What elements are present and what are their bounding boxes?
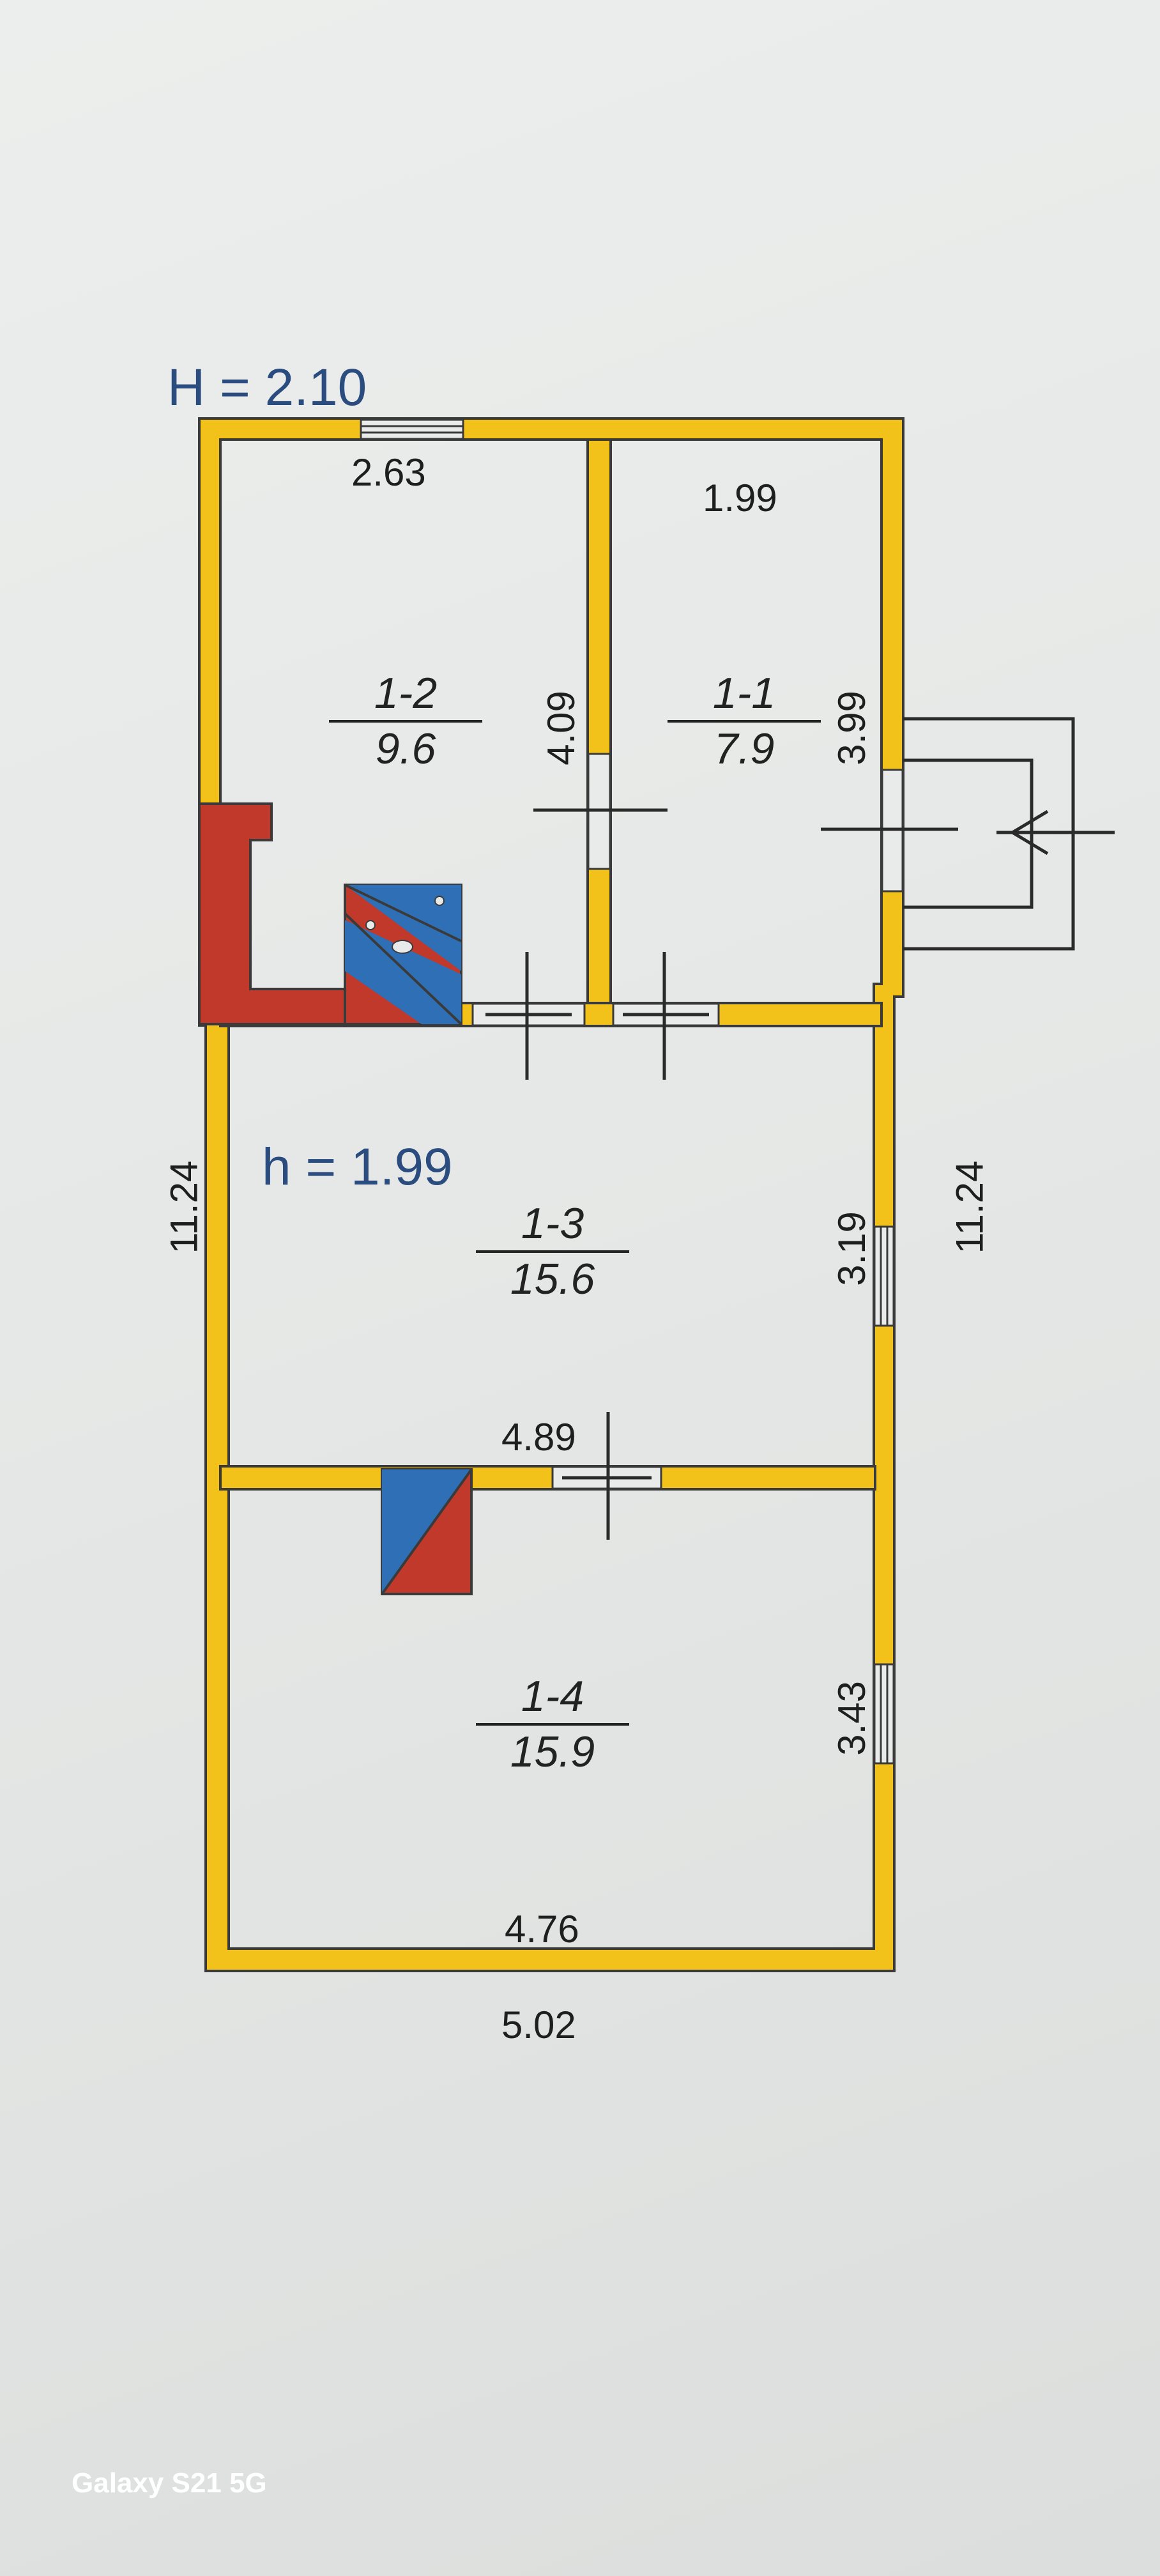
window-right-1-3	[873, 1225, 895, 1327]
room-area: 15.9	[510, 1728, 595, 1777]
room-number: 1-1	[668, 670, 821, 723]
room-area: 9.6	[375, 724, 436, 774]
partition-horizontal-2	[219, 1465, 876, 1491]
room-area: 15.6	[510, 1255, 595, 1304]
room-label-1-1: 1-1 7.9	[668, 670, 821, 774]
ceiling-height-main: H = 2.10	[167, 358, 367, 417]
dim-outer-height-left: 11.24	[162, 1160, 206, 1254]
ceiling-height-room: h = 1.99	[262, 1138, 453, 1196]
window-right-1-4	[873, 1663, 895, 1765]
entrance-porch	[903, 717, 1115, 951]
dim-outer-width: 5.02	[501, 2004, 576, 2046]
room-number: 1-4	[476, 1673, 629, 1726]
room-label-1-4: 1-4 15.9	[476, 1673, 629, 1777]
dim-room-1-3-width: 4.89	[501, 1416, 576, 1459]
room-number: 1-3	[476, 1200, 629, 1254]
door-marks	[485, 808, 958, 1540]
dim-room-1-3-height: 3.19	[830, 1211, 873, 1286]
stove-unit	[344, 884, 462, 1025]
dim-room-1-4-height: 3.43	[830, 1681, 873, 1756]
dim-outer-height-right: 11.24	[948, 1160, 991, 1254]
partition-vertical-top	[586, 438, 612, 1025]
dim-room-1-2-height: 4.09	[539, 691, 583, 765]
dim-top-right-width: 1.99	[703, 477, 777, 519]
room-number: 1-2	[329, 670, 482, 723]
heater-unit	[381, 1468, 473, 1595]
stove-chimney	[198, 802, 349, 1025]
window-top	[360, 418, 464, 440]
dim-top-left-width: 2.63	[351, 451, 426, 494]
room-label-1-2: 1-2 9.6	[329, 670, 482, 774]
room-label-1-3: 1-3 15.6	[476, 1200, 629, 1304]
camera-watermark: Galaxy S21 5G	[72, 2467, 267, 2499]
dim-room-1-1-height: 3.99	[830, 691, 873, 765]
dim-room-1-4-width: 4.76	[505, 1908, 579, 1951]
room-area: 7.9	[714, 724, 775, 774]
